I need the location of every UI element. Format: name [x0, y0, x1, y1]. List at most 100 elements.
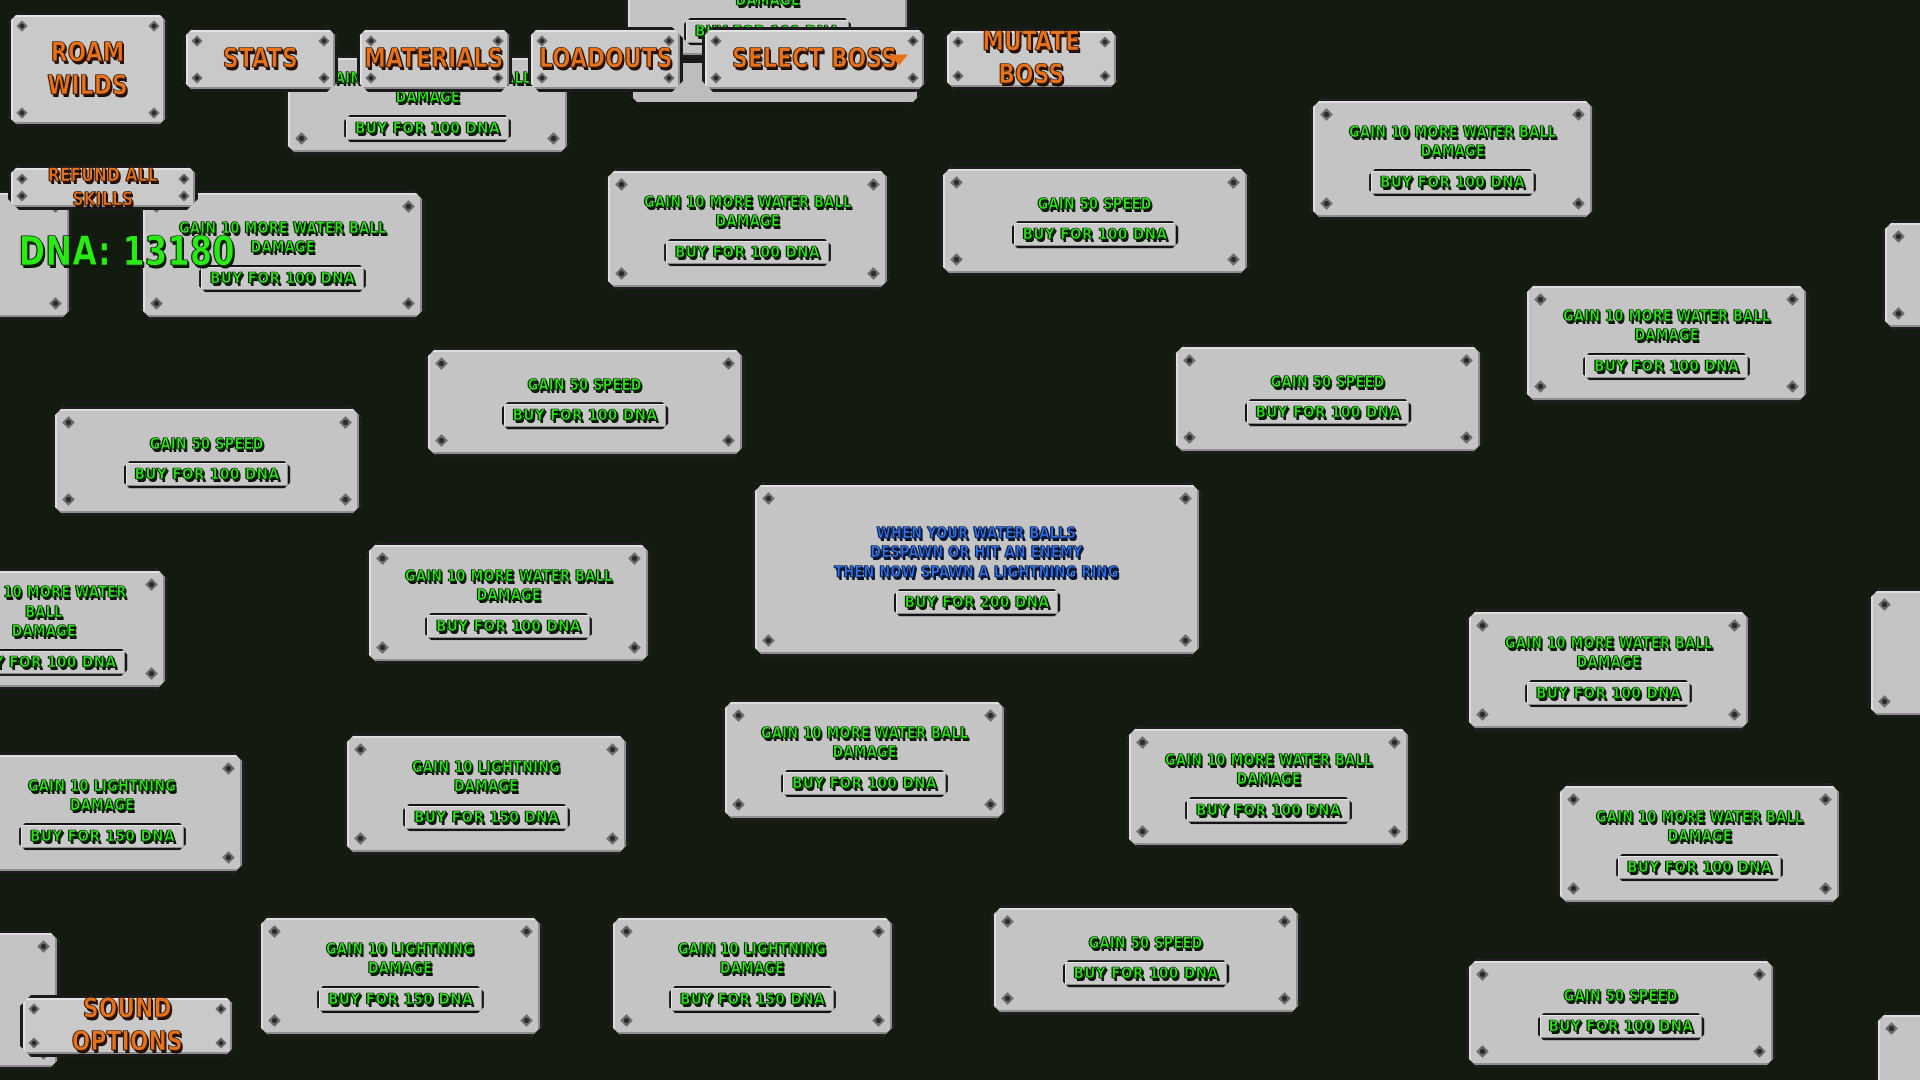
skill-card-rivets: [1129, 827, 1408, 836]
skill-card-rivets: [347, 834, 626, 843]
skill-card[interactable]: GAIN 50 SPEED BUY FOR 100 DNA: [1466, 958, 1776, 1068]
buy-button[interactable]: BUY FOR 100 DNA: [1525, 680, 1692, 707]
skill-card[interactable]: [1868, 588, 1920, 718]
buy-button[interactable]: BUY FOR 100 DNA: [199, 265, 366, 292]
skill-card[interactable]: [1882, 220, 1920, 330]
buy-button[interactable]: BUY FOR 150 DNA: [403, 804, 570, 831]
buy-button-label: BUY FOR 100 DNA: [512, 406, 658, 425]
skill-card-rivets: [1176, 433, 1480, 442]
buy-button[interactable]: BUY FOR 100 DNA: [1369, 169, 1536, 196]
roam-wilds-label-line2: WILDS: [47, 69, 129, 101]
buy-button-label: BUY FOR 200 DNA: [904, 593, 1050, 612]
buy-button-label: BUY FOR 100 DNA: [675, 242, 820, 261]
buy-button[interactable]: BUY FOR 100 DNA: [425, 613, 592, 640]
buy-button[interactable]: BUY FOR 200 DNA: [894, 589, 1061, 616]
skill-card[interactable]: GAIN 50 SPEED BUY FOR 100 DNA: [940, 166, 1250, 276]
buy-button-label: BUY FOR 100 DNA: [1073, 964, 1219, 983]
skill-card-rivets: [1527, 382, 1806, 391]
buy-button[interactable]: BUY FOR 100 DNA: [1616, 854, 1783, 881]
buy-button-label: BUY FOR 100 DNA: [1196, 800, 1341, 819]
buy-button[interactable]: BUY FOR 100 DNA: [124, 461, 291, 488]
skill-card-rivets: [55, 495, 359, 504]
skill-card[interactable]: [1875, 1012, 1920, 1080]
skill-card-rivets: [369, 643, 648, 652]
buy-button[interactable]: BUY FOR 100 DNA: [664, 239, 831, 266]
buy-button-label: BUY FOR 100 DNA: [436, 616, 581, 635]
refund-all-skills-button[interactable]: REFUND ALL SKILLS: [8, 165, 198, 210]
mutate-boss-button[interactable]: MUTATE BOSS: [944, 28, 1119, 90]
skill-card-rivets: [608, 269, 887, 278]
roam-wilds-label-line1: ROAM: [51, 36, 125, 68]
skill-card-title: GAIN 50 SPEED: [1271, 371, 1385, 391]
stats-button[interactable]: STATS: [183, 27, 338, 92]
skill-card[interactable]: GAIN 50 SPEED BUY FOR 100 DNA: [1173, 344, 1483, 454]
buy-button-label: BUY FOR 150 DNA: [414, 807, 559, 826]
select-boss-dropdown[interactable]: SELECT BOSS: [702, 27, 927, 92]
buy-button-label: BUY FOR 100 DNA: [1536, 683, 1681, 702]
buy-button[interactable]: BUY FOR 100 DNA: [502, 402, 669, 429]
chevron-down-icon[interactable]: [890, 54, 908, 65]
buy-button[interactable]: BUY FOR 150 DNA: [19, 823, 186, 850]
buy-button[interactable]: BUY FOR 100 DNA: [0, 649, 127, 676]
buy-button[interactable]: BUY FOR 100 DNA: [1245, 399, 1412, 426]
skill-card-title: GAIN 50 SPEED: [1038, 193, 1152, 213]
sound-options-button[interactable]: SOUND OPTIONS: [20, 995, 235, 1057]
select-boss-label: SELECT BOSS: [732, 43, 897, 75]
skill-card-rivets: [1313, 199, 1592, 208]
buy-button[interactable]: BUY FOR 100 DNA: [1063, 960, 1230, 987]
buy-button[interactable]: BUY FOR 100 DNA: [1583, 353, 1750, 380]
buy-button[interactable]: BUY FOR 100 DNA: [344, 115, 511, 142]
skill-card-title: GAIN 50 SPEED: [150, 433, 264, 453]
skill-card-rivets: [943, 255, 1247, 264]
buy-button[interactable]: BUY FOR 150 DNA: [669, 986, 836, 1013]
skill-card-rivets: [261, 1016, 540, 1025]
buy-button-label: BUY FOR 100 DNA: [1022, 225, 1168, 244]
roam-wilds-button[interactable]: ROAM WILDS: [8, 12, 168, 127]
loadouts-button[interactable]: LOADOUTS: [528, 27, 683, 92]
skill-card-rivets: [0, 853, 242, 862]
materials-label: MATERIALS: [364, 43, 505, 75]
stats-rivets: [186, 74, 335, 82]
buy-button[interactable]: BUY FOR 100 DNA: [1012, 221, 1179, 248]
buy-button-label: BUY FOR 150 DNA: [680, 989, 825, 1008]
skill-card[interactable]: GAIN 50 SPEED BUY FOR 100 DNA: [52, 406, 362, 516]
loadouts-rivets: [531, 74, 680, 82]
buy-button-label: BUY FOR 100 DNA: [210, 268, 355, 287]
refund-all-skills-rivets: [11, 192, 195, 200]
buy-button[interactable]: BUY FOR 100 DNA: [1538, 1013, 1705, 1040]
buy-button[interactable]: BUY FOR 100 DNA: [1185, 797, 1352, 824]
materials-rivets: [360, 74, 509, 82]
materials-button[interactable]: MATERIALS: [357, 27, 512, 92]
buy-button-label: BUY FOR 100 DNA: [1548, 1017, 1694, 1036]
buy-button[interactable]: BUY FOR 150 DNA: [317, 986, 484, 1013]
buy-button[interactable]: BUY FOR 100 DNA: [781, 770, 948, 797]
skill-card-title: GAIN 50 SPEED: [1564, 985, 1678, 1005]
skill-card-rivets: [1871, 697, 1920, 706]
roam-wilds-rivets: [11, 109, 165, 117]
